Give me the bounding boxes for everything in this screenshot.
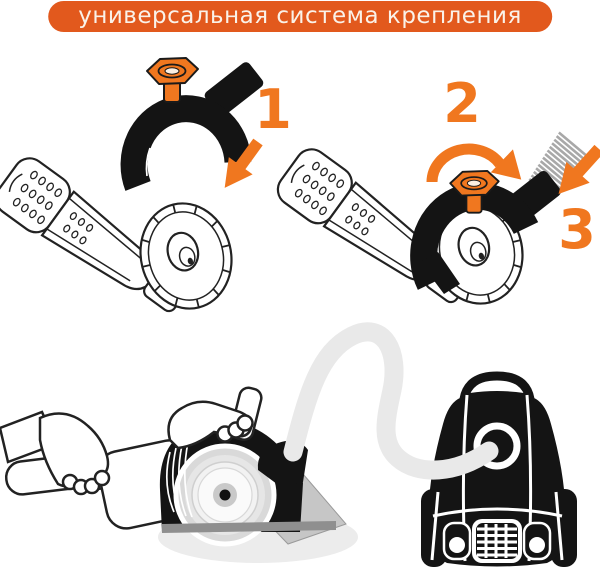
rotate-arrow-icon [426,143,522,183]
cutting-disc-illustration [128,192,244,320]
clamp-attachment-illustration [120,57,264,191]
cut-edge [162,521,336,533]
step3-number: 3 [558,198,596,261]
clamp-attachment-mounted-illustration [410,169,561,294]
usage-scene [0,386,358,563]
dust-shroud [159,420,303,547]
front-grille [472,519,522,563]
step1-number: 1 [254,78,292,141]
left-hand [38,412,111,496]
right-hand [167,400,254,450]
vacuum-hose [283,322,499,480]
vacuum-cleaner-illustration [421,371,577,567]
left-caster [442,521,472,561]
step2-number: 2 [443,72,481,135]
clamp-nozzle [204,62,264,117]
step1-scene: 1 [0,57,292,328]
right-caster [522,521,552,561]
page-title: универсальная система крепления [48,1,552,32]
step2-3-scene: 2 3 [270,72,600,319]
carry-handle [459,371,535,404]
page-title-text: универсальная система крепления [78,3,522,29]
